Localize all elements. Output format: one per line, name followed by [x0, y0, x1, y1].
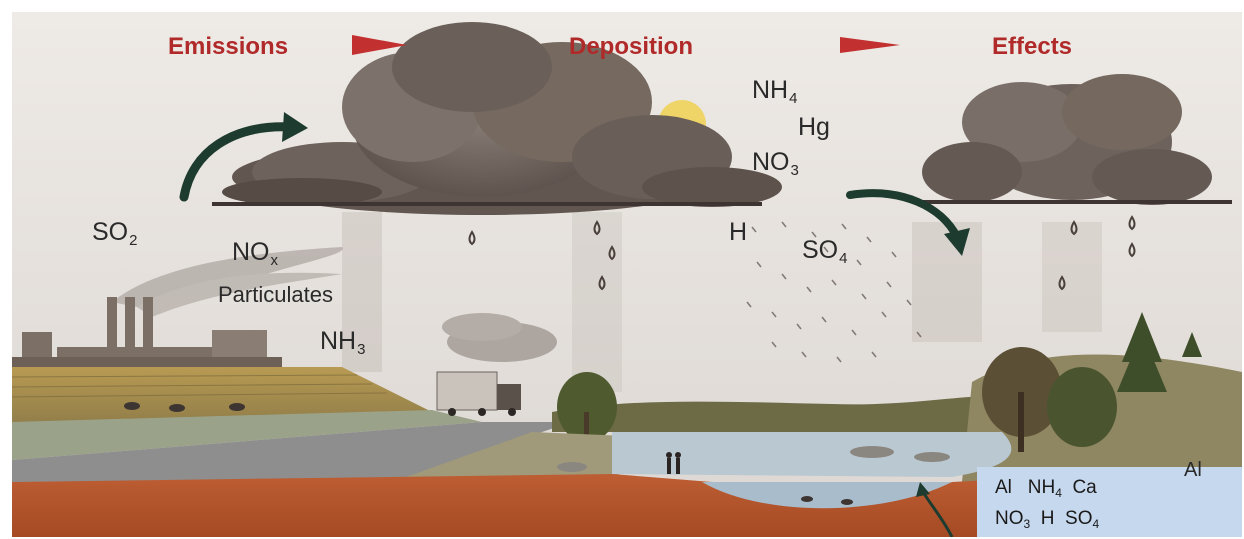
label-so2: SO2 [92, 218, 138, 250]
main-storm-cloud [212, 22, 782, 215]
box-row-1: Al NH4 Ca [995, 478, 1097, 499]
field-rows [12, 374, 388, 398]
label-hg: Hg [798, 113, 830, 141]
label-nh4-cloud: NH4 [752, 76, 798, 108]
soil-uptake-arrow [916, 482, 954, 537]
label-al-soil: Al [1184, 459, 1202, 481]
heading-deposition: Deposition [569, 33, 693, 60]
label-no3-cloud: NO3 [752, 148, 799, 180]
cattle [124, 402, 245, 412]
box-no3: NO3 [995, 508, 1031, 532]
pasture [12, 410, 482, 460]
header-arrow-1 [352, 35, 407, 55]
groundwater [702, 482, 952, 509]
header-arrow-2 [840, 37, 900, 53]
acid-deposition-illustration: Emissions Deposition Effects NH4 Hg NO3 … [12, 12, 1242, 537]
scene-artwork [12, 12, 1242, 537]
highway [12, 422, 572, 482]
far-treeline [552, 395, 1012, 432]
box-row-2: NO3 H SO4 [995, 509, 1099, 530]
raindrops [468, 215, 1136, 291]
rain-haze [342, 212, 1102, 392]
label-particulates: Particulates [218, 282, 333, 307]
smokestack-plumes [112, 247, 343, 317]
lake-rocks [557, 446, 950, 472]
fish [801, 496, 853, 505]
box-ca: Ca [1072, 477, 1097, 498]
label-h-rain: H [729, 218, 748, 246]
heading-emissions: Emissions [168, 33, 289, 60]
soil-chemistry-box [977, 467, 1242, 537]
emissions-flow-arrow [179, 112, 308, 202]
box-al: Al [995, 477, 1012, 498]
trees [557, 312, 1202, 452]
label-nh3: NH3 [320, 327, 366, 359]
dry-deposition-particles [746, 221, 922, 363]
deposition-flow-arrow [846, 189, 970, 256]
soil-layer [12, 467, 1242, 537]
heading-effects: Effects [992, 33, 1073, 60]
label-nox: NOx [232, 238, 278, 270]
shore-grass [392, 432, 652, 482]
right-storm-cloud [922, 74, 1232, 205]
box-nh4: NH4 [1027, 477, 1062, 501]
truck-exhaust-smoke [442, 313, 557, 362]
label-so4-rain: SO4 [802, 236, 848, 268]
box-so4: SO4 [1065, 508, 1100, 532]
truck [436, 371, 521, 416]
box-h: H [1040, 508, 1055, 529]
people [666, 452, 681, 474]
factory [12, 297, 282, 369]
lake [612, 432, 1012, 477]
